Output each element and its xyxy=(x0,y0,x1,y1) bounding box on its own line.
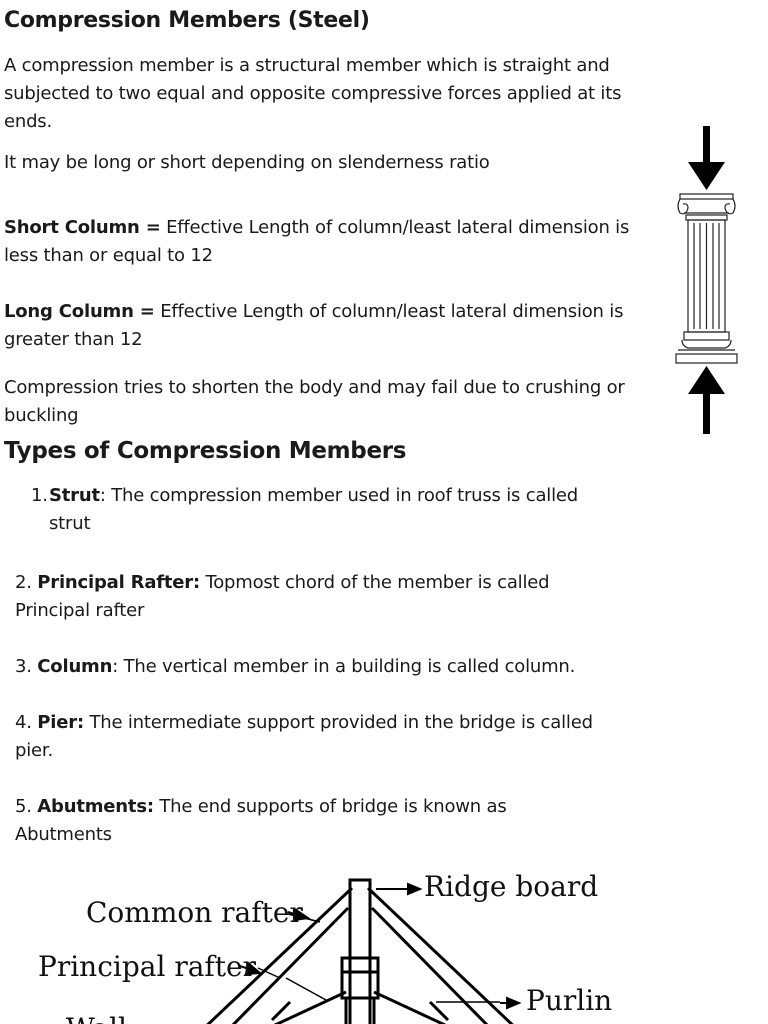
list-item-body: Strut: The compression member used in ro… xyxy=(49,482,579,538)
intro-paragraph: A compression member is a structural mem… xyxy=(4,55,622,132)
list-item: 1. Strut: The compression member used in… xyxy=(31,482,591,538)
list-item: 3. Column: The vertical member in a buil… xyxy=(15,653,655,681)
list-item-text: : The vertical member in a building is c… xyxy=(112,656,576,677)
page-title: Compression Members (Steel) xyxy=(4,8,370,33)
ridge-board-label: Ridge board xyxy=(424,870,599,903)
list-item: 5. Abutments: The end supports of bridge… xyxy=(15,793,555,849)
wall-label: Wall xyxy=(66,1012,127,1024)
slenderness-paragraph: It may be long or short depending on sle… xyxy=(4,152,490,173)
long-column-text: Effective Length of column/least lateral… xyxy=(4,301,624,350)
column-illustration xyxy=(675,126,738,434)
long-column-definition: Long Column = Effective Length of column… xyxy=(4,298,672,354)
long-column-term: Long Column = xyxy=(4,301,155,322)
list-item-number: 4. xyxy=(15,712,38,733)
list-item: 4. Pier: The intermediate support provid… xyxy=(15,709,595,765)
purlin-label: Purlin xyxy=(526,984,613,1017)
list-item-term: Pier: xyxy=(37,712,84,733)
arrow-up-icon xyxy=(688,366,725,434)
roof-truss-drawing xyxy=(206,878,522,1024)
list-item-number: 2. xyxy=(15,572,38,593)
short-column-definition: Short Column = Effective Length of colum… xyxy=(4,214,664,270)
list-item-number: 1. xyxy=(31,485,48,506)
short-column-text: Effective Length of column/least lateral… xyxy=(4,217,630,266)
principal-rafter-label: Principal rafter xyxy=(38,950,256,983)
roof-truss-figure: Ridge board Common rafter Principal raft… xyxy=(0,862,768,1024)
list-item-term: Abutments: xyxy=(37,796,154,817)
list-item-number: 3. xyxy=(15,656,38,677)
common-rafter-label: Common rafter xyxy=(86,896,303,929)
types-heading: Types of Compression Members xyxy=(4,438,407,464)
list-item-text: The end supports of bridge is known as A… xyxy=(15,796,507,845)
compression-note: Compression tries to shorten the body an… xyxy=(4,377,625,426)
list-item-term: Strut xyxy=(49,485,100,506)
list-item-text: Topmost chord of the member is called Pr… xyxy=(15,572,550,621)
list-item-text: : The compression member used in roof tr… xyxy=(49,485,578,534)
list-item: 2. Principal Rafter: Topmost chord of th… xyxy=(15,569,595,625)
short-column-term: Short Column = xyxy=(4,217,161,238)
list-item-number: 5. xyxy=(15,796,38,817)
arrow-down-icon xyxy=(688,126,725,190)
list-item-term: Column xyxy=(37,656,113,677)
list-item-term: Principal Rafter: xyxy=(37,572,200,593)
list-item-text: The intermediate support provided in the… xyxy=(15,712,593,761)
